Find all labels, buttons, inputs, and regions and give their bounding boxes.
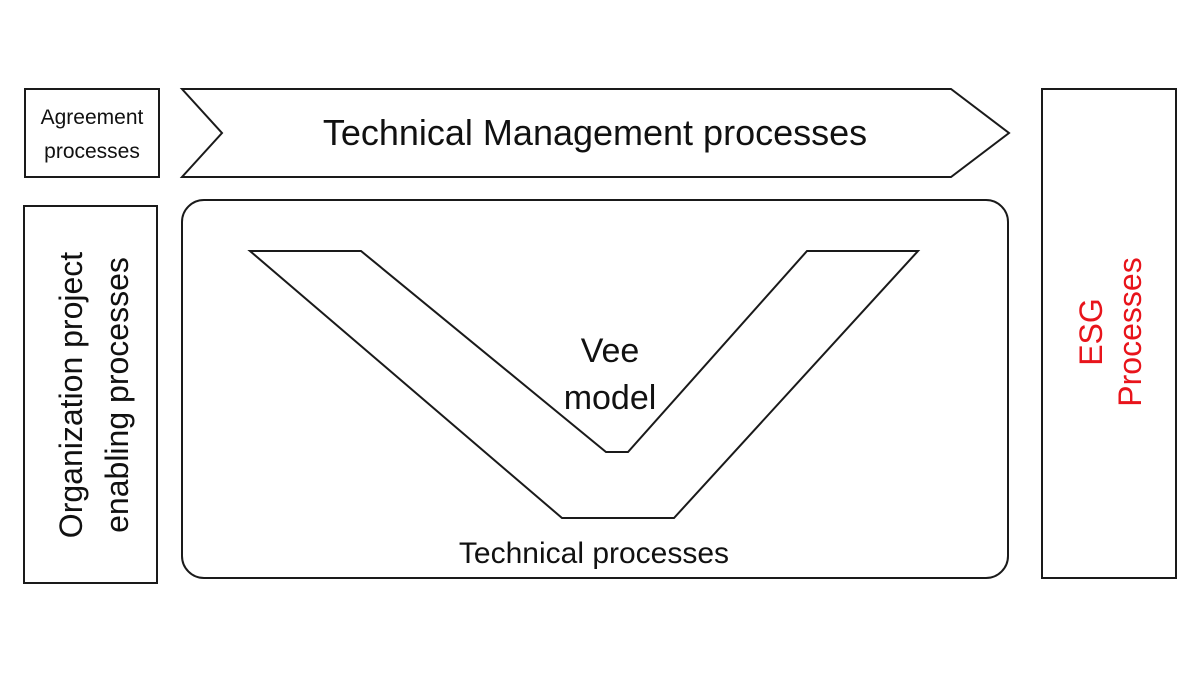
vee-model-label-line1: Vee [581,332,640,370]
agreement-processes-node: Agreement processes [24,88,160,178]
agreement-processes-label-line1: Agreement [41,106,144,129]
esg-processes-label-line1: ESG [1073,298,1109,366]
technical-processes-label: Technical processes [459,537,729,570]
agreement-processes-box [24,88,160,178]
technical-management-node: Technical Management processes [179,88,1011,178]
organization-processes-node: Organization project enabling processes [23,205,158,584]
technical-management-chevron [179,88,1011,178]
technical-management-label: Technical Management processes [323,112,867,153]
esg-processes-node: ESG Processes [1041,88,1177,579]
vee-model-label-line2: model [564,379,657,417]
agreement-processes-label-line2: processes [44,140,140,163]
organization-processes-label-line1: Organization project [53,252,89,538]
esg-processes-box [1041,88,1177,579]
esg-processes-label-line2: Processes [1112,257,1148,406]
vee-model-shape [247,250,921,519]
technical-processes-node: Vee model Technical processes [181,199,1009,579]
organization-processes-box [23,205,158,584]
organization-processes-label-line2: enabling processes [99,257,135,533]
